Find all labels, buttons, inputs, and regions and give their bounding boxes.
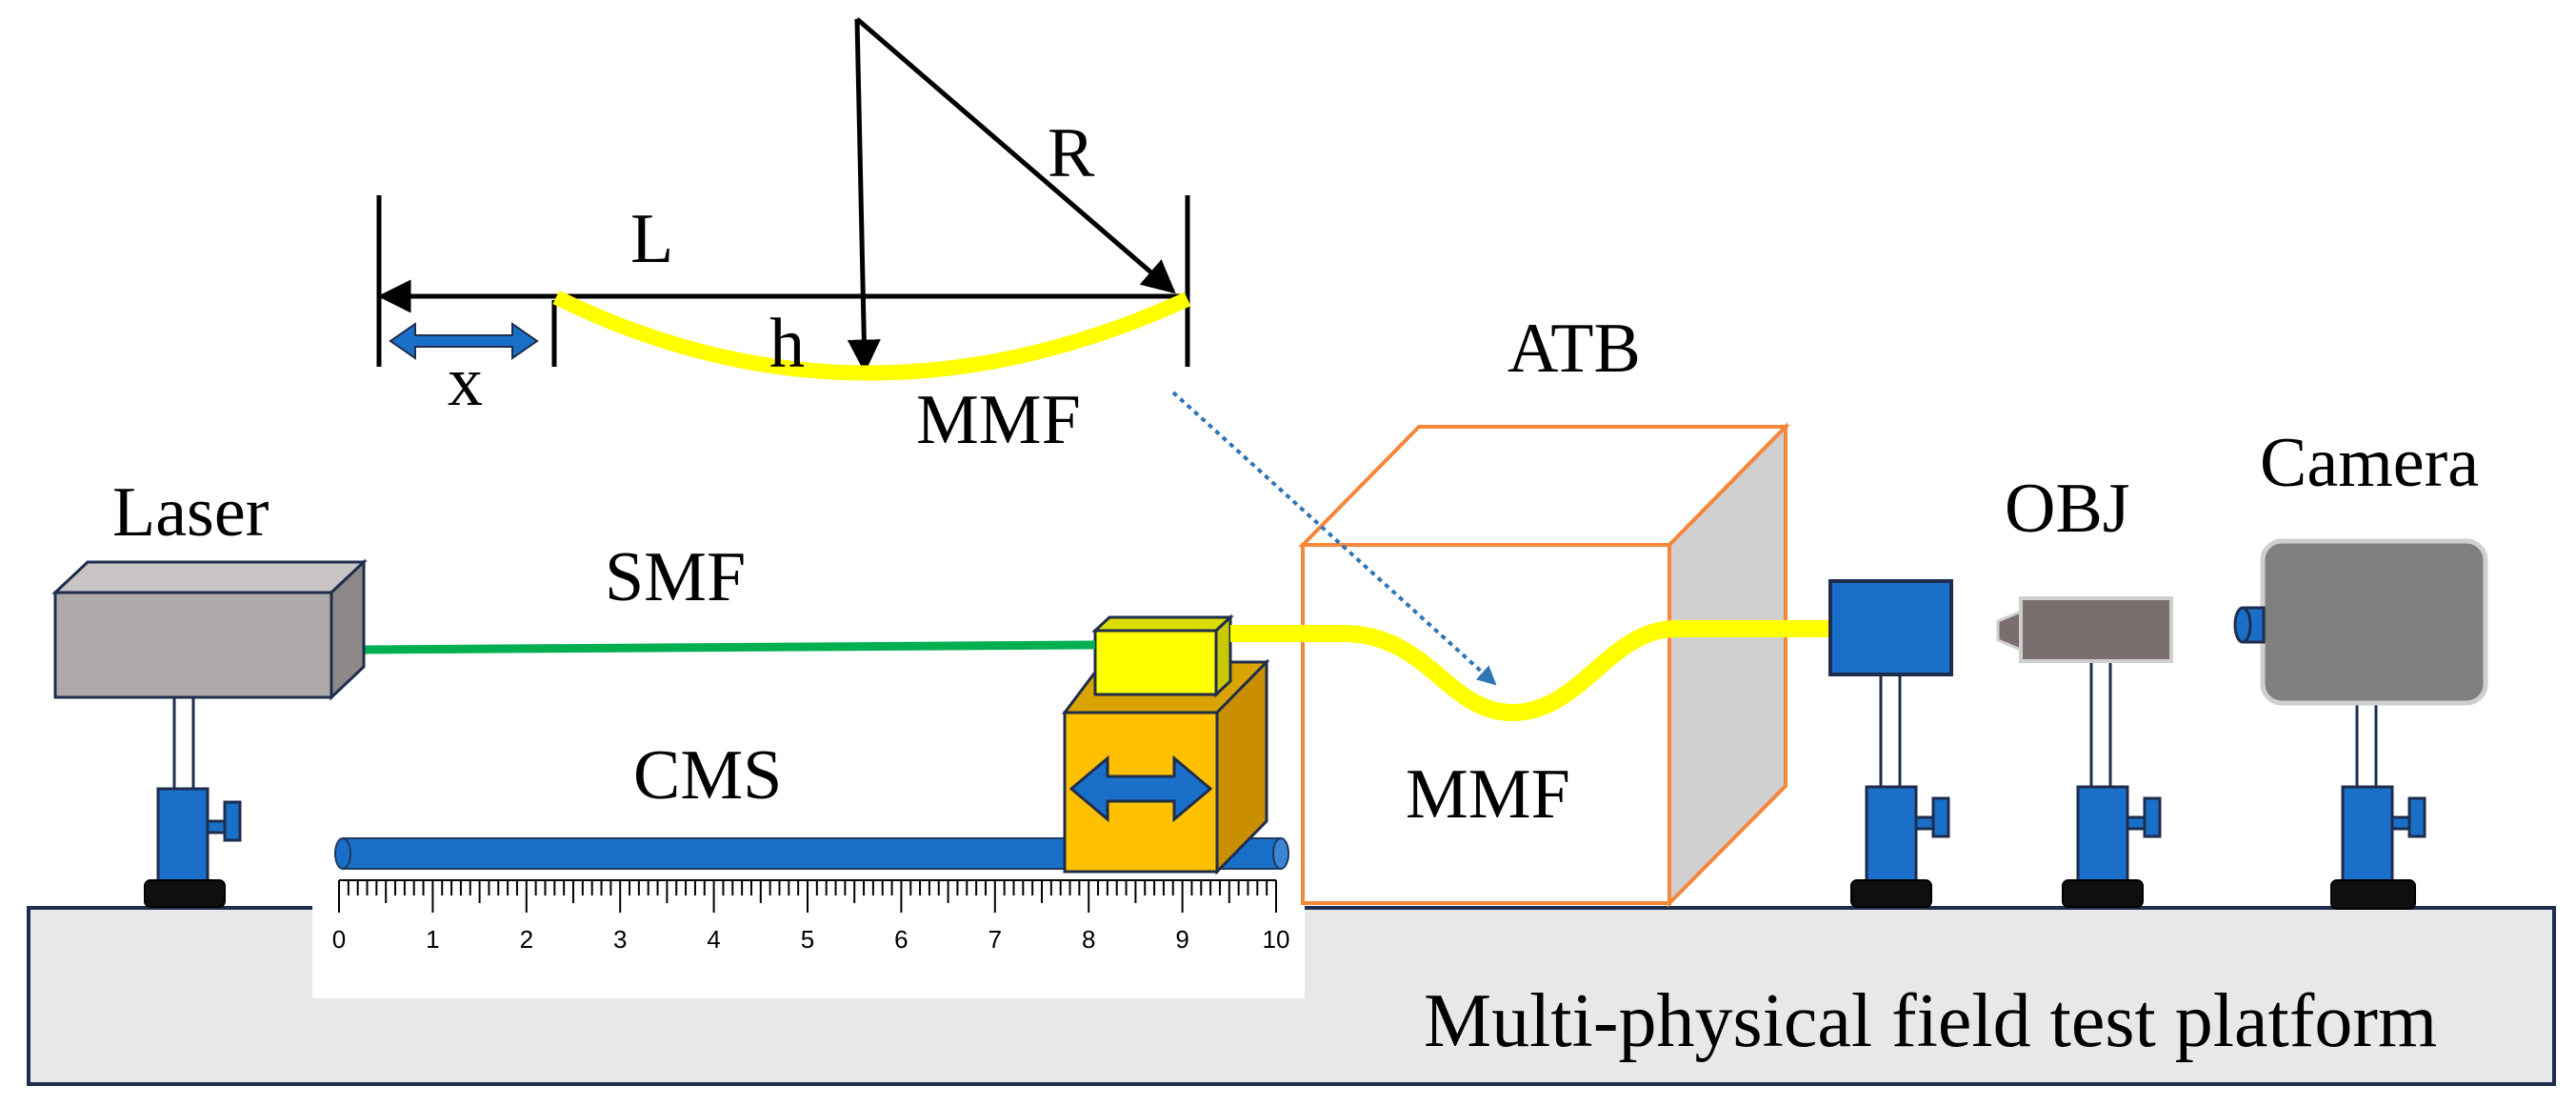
- label-R: R: [1048, 114, 1095, 192]
- label-L: L: [630, 200, 673, 278]
- camera-label: Camera: [2260, 424, 2479, 502]
- label-x: x: [448, 343, 483, 421]
- ruler-tick-label: 6: [894, 925, 908, 954]
- platform-label: Multi-physical field test platform: [1424, 979, 2437, 1063]
- mmf-box-label: MMF: [1406, 755, 1570, 834]
- mmf-fiber: [1230, 620, 1830, 722]
- ruler-tick-label: 8: [1082, 925, 1095, 954]
- ruler-tick-label: 1: [426, 925, 439, 954]
- ruler-tick-label: 7: [988, 925, 1002, 954]
- fiber-coupler: [1828, 579, 1953, 676]
- laser: [51, 558, 368, 701]
- laser-label: Laser: [112, 473, 269, 552]
- atb-label: ATB: [1508, 310, 1641, 388]
- ruler-labels: 0 1 2 3 4 5 6 7 8 9 10: [332, 925, 1290, 954]
- smf-label: SMF: [605, 538, 746, 616]
- smf-fiber: [363, 640, 1096, 654]
- ruler-tick-label: 2: [520, 925, 533, 954]
- mmf-top-label: MMF: [916, 381, 1081, 459]
- camera-post-mount: [2330, 701, 2426, 910]
- ruler-tick-label: 9: [1175, 925, 1188, 954]
- laser-post-mount: [144, 695, 242, 908]
- double-arrow-icon: [1068, 754, 1213, 823]
- ruler-ticks: [338, 880, 1277, 913]
- fiber-clamp: [1091, 613, 1234, 698]
- atb-box: [1298, 422, 1790, 908]
- ruler-tick-label: 3: [613, 925, 627, 954]
- ruler-tick-label: 4: [707, 925, 720, 954]
- bending-geometry: [376, 17, 1191, 381]
- cms-label: CMS: [633, 736, 782, 814]
- obj-post-mount: [2062, 659, 2162, 908]
- coupler-post-mount: [1850, 673, 1950, 908]
- ruler-tick-label: 0: [332, 925, 346, 954]
- ruler-tick-label: 5: [801, 925, 814, 954]
- mmf-curve: [552, 290, 1191, 381]
- objective-lens: [1996, 596, 2173, 663]
- camera: [2233, 538, 2488, 706]
- obj-label: OBJ: [2005, 470, 2130, 548]
- ruler-tick-label: 10: [1263, 925, 1290, 954]
- x-double-arrow-icon: [389, 322, 539, 360]
- label-h: h: [769, 305, 805, 383]
